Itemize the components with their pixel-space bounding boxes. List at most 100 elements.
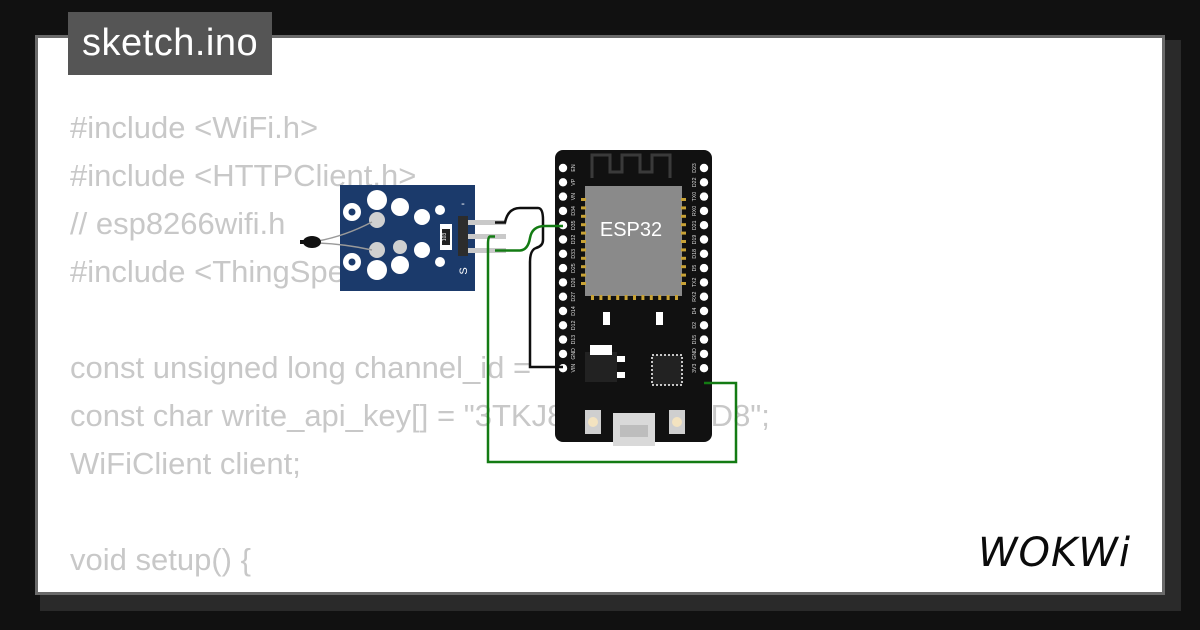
module-pad — [581, 265, 586, 269]
esp32-pin-label: TX0 — [692, 192, 698, 202]
esp32-pin-d26[interactable] — [558, 278, 568, 287]
code-line: Serial.begin(115200); — [70, 584, 770, 592]
esp32-pin-d34[interactable] — [558, 206, 568, 216]
esp32-pin-label: VP — [571, 178, 577, 185]
ntc-sensor-module[interactable]: 103 - S — [300, 185, 506, 291]
resistor-label: 103 — [442, 233, 448, 242]
wire-signal[interactable] — [495, 224, 563, 252]
esp32-pin-vn[interactable] — [558, 192, 568, 201]
code-line: WiFiClient client; — [70, 446, 301, 481]
esp32-pin-d21[interactable] — [699, 221, 709, 230]
esp32-pin-label: D21 — [692, 220, 698, 230]
module-pad — [581, 248, 586, 252]
esp32-pin-d32[interactable] — [558, 235, 568, 244]
esp32-pin-label: D13 — [571, 335, 577, 345]
module-pad — [581, 223, 586, 227]
module-pad — [581, 273, 586, 277]
esp32-pin-label: GND — [571, 348, 577, 360]
esp32-pin-d19[interactable] — [699, 235, 709, 244]
code-line: void setup() { — [70, 542, 251, 577]
esp32-pin-gnd[interactable] — [558, 349, 568, 359]
esp32-pin-label: EN — [571, 164, 577, 171]
esp32-devkit-board[interactable]: ESP32 ENVPVND34D35D32D33D25D26D27D14D12D… — [555, 150, 712, 446]
esp32-pin-label: D4 — [692, 308, 698, 315]
esp32-pin-label: D22 — [692, 177, 698, 187]
module-pad — [581, 256, 586, 260]
code-line: // esp8266wifi.h — [70, 206, 286, 241]
module-pad — [681, 214, 686, 218]
module-pad — [681, 265, 686, 269]
esp32-pin-label: D26 — [571, 278, 577, 288]
module-pad — [666, 295, 670, 300]
esp32-pin-d4[interactable] — [699, 306, 709, 316]
esp32-pin-rx0[interactable] — [699, 206, 709, 216]
esp32-pin-label: TX2 — [692, 278, 698, 288]
module-pad — [616, 295, 620, 300]
module-pad — [681, 282, 686, 285]
esp32-pin-d2[interactable] — [699, 321, 709, 330]
esp32-pin-gnd[interactable] — [699, 349, 709, 359]
esp32-pin-tx0[interactable] — [699, 192, 709, 201]
code-line: #include <WiFi.h> — [70, 110, 319, 145]
module-pad — [681, 223, 686, 227]
esp32-pin-d14[interactable] — [558, 306, 568, 316]
esp32-pin-label: RX2 — [692, 292, 698, 302]
esp32-pin-d25[interactable] — [558, 263, 568, 273]
esp32-pin-label: D19 — [692, 235, 698, 245]
esp32-pin-label: D14 — [571, 306, 577, 316]
esp32-pin-d12[interactable] — [558, 321, 568, 330]
esp32-pin-d22[interactable] — [699, 178, 709, 187]
esp32-pin-3v3[interactable] — [699, 364, 709, 373]
module-pad — [681, 273, 686, 277]
module-pad — [681, 231, 686, 235]
sensor-pcb — [340, 185, 475, 291]
module-pad — [681, 240, 686, 243]
pin-minus-label: - — [461, 198, 465, 210]
esp32-pin-d23[interactable] — [699, 163, 709, 173]
esp32-pin-d13[interactable] — [558, 335, 568, 344]
wire-ground[interactable] — [495, 206, 563, 369]
esp32-pin-label: D35 — [571, 220, 577, 230]
esp32-pin-label: VN — [571, 193, 577, 200]
esp32-pin-d18[interactable] — [699, 249, 709, 258]
esp32-pin-rx2[interactable] — [699, 292, 709, 301]
module-pad — [649, 295, 653, 300]
esp32-pin-vp[interactable] — [558, 178, 568, 187]
module-pad — [581, 282, 586, 285]
esp32-pin-label: D23 — [692, 163, 698, 173]
code-line: const unsigned long channel_id = — [70, 350, 540, 385]
led — [603, 312, 610, 325]
header-pin — [468, 220, 506, 225]
voltage-regulator — [585, 352, 617, 382]
module-pad — [633, 295, 636, 300]
wires — [486, 206, 738, 464]
module-pad — [581, 231, 586, 235]
module-pad — [681, 248, 686, 252]
wire-power[interactable] — [486, 235, 738, 464]
pin-signal-label: S — [458, 267, 470, 274]
module-pad — [641, 295, 645, 300]
esp32-label: ESP32 — [600, 219, 662, 241]
esp32-pin-d5[interactable] — [699, 263, 709, 273]
module-pad — [681, 206, 686, 210]
esp32-pin-en[interactable] — [558, 163, 568, 173]
esp32-pin-d33[interactable] — [558, 249, 568, 258]
card-shadow-bottom — [40, 595, 1181, 611]
esp32-pin-d15[interactable] — [699, 335, 709, 344]
usb-uart-chip — [651, 354, 683, 386]
module-pad — [581, 240, 586, 243]
esp32-pin-label: D33 — [571, 249, 577, 259]
preview-card: #include <WiFi.h>#include <HTTPClient.h>… — [35, 35, 1165, 595]
esp32-pin-label: D18 — [692, 249, 698, 259]
module-pad — [681, 198, 686, 201]
esp32-pin-d27[interactable] — [558, 292, 568, 301]
esp32-pin-label: D5 — [692, 265, 698, 272]
module-pad — [675, 295, 678, 300]
esp32-pin-label: D34 — [571, 206, 577, 216]
module-pad — [624, 295, 628, 300]
esp32-pin-label: D15 — [692, 335, 698, 345]
esp32-pin-tx2[interactable] — [699, 278, 709, 287]
antenna-trace — [590, 153, 672, 178]
header-pin — [468, 234, 506, 239]
